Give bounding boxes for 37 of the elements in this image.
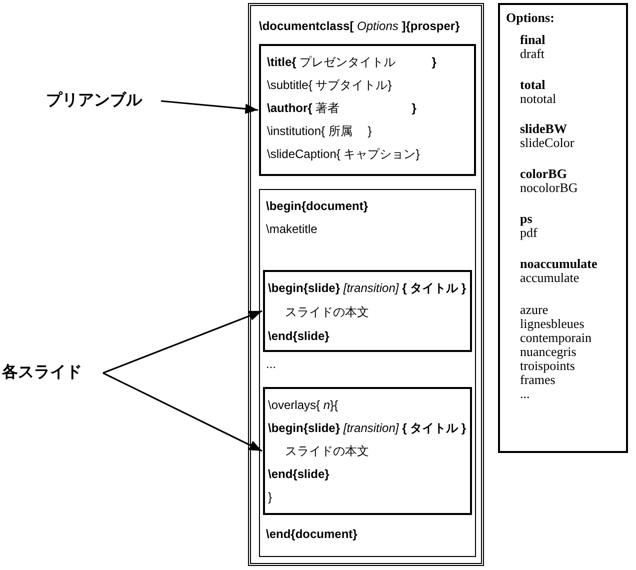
code-line: \begin{document}	[266, 198, 368, 214]
code-line: \subtitle{ サブタイトル}	[267, 77, 392, 93]
option-list: azure lignesbleues contemporain nuancegris troispoints frames ...	[520, 303, 592, 401]
panel-heading: Options:	[506, 11, 554, 25]
code-line: \begin{slide} [transition] { タイトル }	[268, 420, 466, 436]
code-line: \author{ 著者 }	[267, 100, 416, 116]
option-list: noaccumulate accumulate	[520, 257, 598, 285]
code-line: \title{ プレゼンタイトル }	[267, 54, 436, 70]
arrow	[102, 310, 262, 374]
overlay-box	[263, 387, 472, 515]
arrow	[160, 100, 258, 114]
option-list: slideBW slideColor	[520, 122, 574, 150]
callout-label: プリアンブル	[46, 90, 158, 112]
options-panel	[498, 3, 628, 453]
code-line: \end{slide}	[268, 328, 330, 344]
code-line: \overlays{ n}{	[268, 397, 338, 413]
option-list: ps pdf	[520, 212, 538, 240]
code-line: スライドの本文	[285, 304, 369, 320]
preamble-box	[259, 44, 476, 176]
arrow	[102, 372, 262, 452]
code-line: \institution{ 所属 }	[267, 123, 372, 139]
code-line: ...	[266, 356, 276, 372]
option-list: colorBG nocolorBG	[520, 167, 578, 195]
code-line: \maketitle	[266, 221, 318, 237]
code-line: \slideCaption{ キャプション}	[267, 146, 420, 162]
callout-label: 各スライド	[2, 362, 100, 384]
code-line: \begin{slide} [transition] { タイトル }	[268, 280, 466, 296]
code-line: }	[268, 489, 272, 505]
code-line: \documentclass[ Options ]{prosper}	[259, 18, 460, 34]
slide-box	[263, 270, 472, 352]
code-line: \end{document}	[266, 526, 358, 542]
document-frame	[248, 3, 484, 566]
option-list: final draft	[520, 33, 546, 61]
code-line: \end{slide}	[268, 466, 330, 482]
document-body-box	[259, 189, 476, 557]
option-list: total nototal	[520, 78, 556, 106]
code-line: スライドの本文	[285, 443, 369, 459]
